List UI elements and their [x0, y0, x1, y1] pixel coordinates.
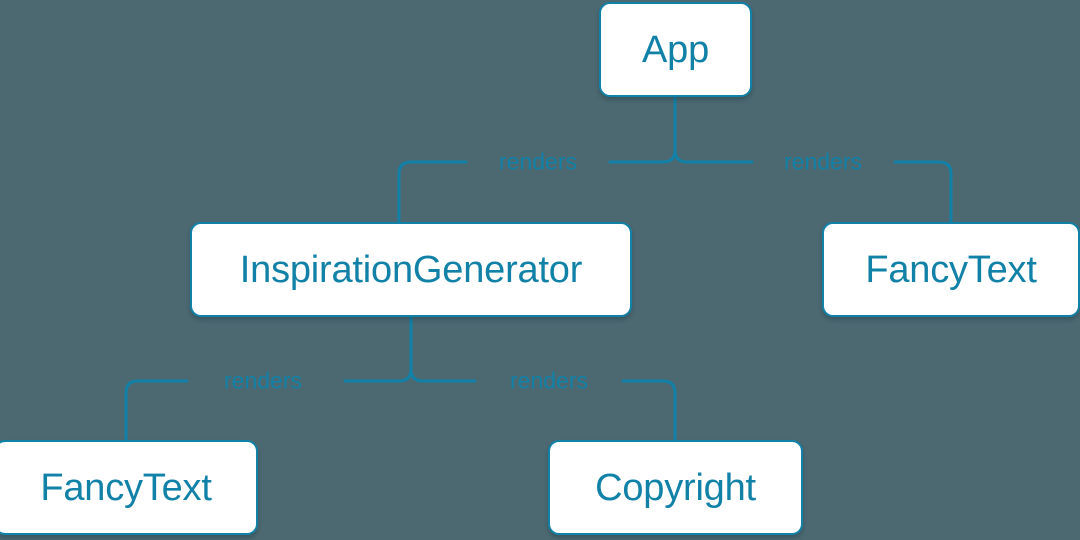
- node-app-label: App: [641, 28, 709, 71]
- edge-inspiration-stem-right: [409, 315, 425, 383]
- edge-label-app-fancytext: renders: [784, 148, 862, 175]
- node-copyright-label: Copyright: [595, 466, 756, 509]
- edge-label-app-inspiration: renders: [499, 148, 577, 175]
- edge-app-stem-right: [673, 95, 689, 164]
- edge-app-inspiration-elbow: [397, 160, 468, 224]
- node-copyright[interactable]: Copyright: [548, 440, 803, 535]
- node-inspirationgenerator[interactable]: InspirationGenerator: [190, 222, 632, 317]
- edge-label-inspiration-copyright: renders: [510, 367, 588, 394]
- node-fancytext-bottom-left-label: FancyText: [40, 466, 212, 509]
- edge-inspiration-stem: [397, 315, 413, 383]
- edge-app-stem: [661, 95, 677, 164]
- node-fancytext-bottom-left[interactable]: FancyText: [0, 440, 258, 535]
- node-inspirationgenerator-label: InspirationGenerator: [239, 248, 583, 291]
- edge-label-inspiration-fancytext: renders: [224, 367, 302, 394]
- edge-inspiration-copyright-elbow: [621, 379, 677, 442]
- node-app[interactable]: App: [599, 2, 752, 97]
- node-fancytext-right-label: FancyText: [865, 248, 1037, 291]
- node-fancytext-right[interactable]: FancyText: [822, 222, 1080, 317]
- edge-inspiration-fancytext-elbow: [124, 379, 189, 442]
- edge-app-fancytext-elbow: [893, 160, 953, 224]
